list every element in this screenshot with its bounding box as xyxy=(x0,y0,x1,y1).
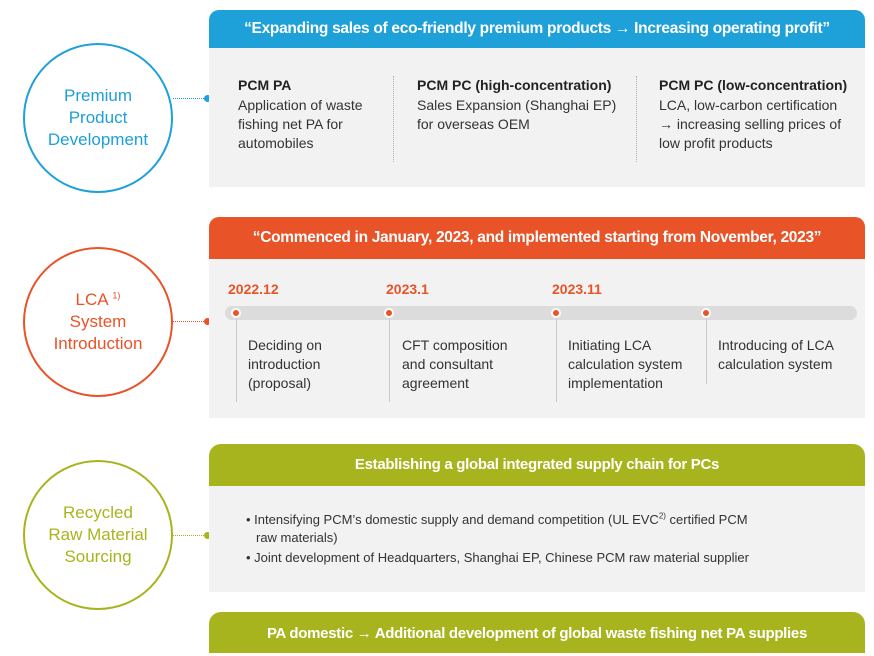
section3-header-text: Establishing a global integrated supply … xyxy=(354,456,720,473)
connector-dot xyxy=(204,318,211,325)
circle-label-line: Product xyxy=(68,108,128,127)
column-pcm-pc-low: PCM PC (low-concentration) LCA, low-carb… xyxy=(659,77,859,153)
circle-label-line: Sourcing xyxy=(64,547,132,566)
footnote-marker: 2) xyxy=(658,511,666,521)
section2-header-text: “Commenced in January, 2023, and impleme… xyxy=(252,229,822,246)
milestone-text: CFT composition and consultant agreement xyxy=(402,336,508,393)
milestone-line: (proposal) xyxy=(248,375,312,391)
milestone-line: implementation xyxy=(568,375,663,391)
circle-label-line: LCA 1) xyxy=(76,289,121,311)
column-line: Sales Expansion (Shanghai EP) xyxy=(417,97,617,113)
milestone-text: Initiating LCA calculation system implem… xyxy=(568,336,682,393)
column-pcm-pc-high: PCM PC (high-concentration) Sales Expans… xyxy=(417,77,627,134)
milestone-line: agreement xyxy=(402,375,469,391)
bullet-item: • Joint development of Headquarters, Sha… xyxy=(246,549,836,567)
circle-label-line: Recycled xyxy=(63,503,133,522)
section3-header: Establishing a global integrated supply … xyxy=(209,444,865,486)
column-line: automobiles xyxy=(238,135,314,151)
milestone-line: Introducing of LCA xyxy=(718,337,834,353)
connector-dot xyxy=(204,95,211,102)
milestone-line: calculation system xyxy=(718,356,833,372)
column-title: PCM PC (high-concentration) xyxy=(417,77,612,93)
connector-line xyxy=(173,98,206,99)
section2-header: “Commenced in January, 2023, and impleme… xyxy=(209,217,865,259)
milestone-text: Introducing of LCA calculation system xyxy=(718,336,834,374)
column-line: → increasing selling prices of xyxy=(659,116,842,132)
bullet-text: certified PCM xyxy=(665,512,748,527)
circle-label-text: LCA xyxy=(75,290,108,309)
bullet-text: raw materials) xyxy=(256,530,338,545)
column-title: PCM PC (low-concentration) xyxy=(659,77,848,93)
milestone-line: CFT composition xyxy=(402,337,508,353)
section1-header-text: “Expanding sales of eco-friendly premium… xyxy=(244,20,830,37)
column-divider xyxy=(636,76,637,162)
timeline-dot xyxy=(231,308,241,318)
timeline-stem xyxy=(556,318,557,402)
connector-line xyxy=(173,321,206,322)
timeline-bar xyxy=(225,306,857,320)
section4-header-text: PA domestic → Additional development of … xyxy=(266,625,808,642)
premium-product-development-circle: Premium Product Development xyxy=(23,43,173,193)
circle-label-line: Introduction xyxy=(53,334,143,353)
timeline-stem xyxy=(706,318,707,384)
bullet-text: • Joint development of Headquarters, Sha… xyxy=(246,550,749,565)
footnote-marker: 1) xyxy=(112,290,121,301)
bullet-item-continuation: raw materials) xyxy=(246,529,836,547)
column-body: Sales Expansion (Shanghai EP) for overse… xyxy=(417,96,627,134)
timeline-stem xyxy=(236,318,237,402)
timeline-date: 2023.11 xyxy=(552,281,602,297)
column-body: Application of waste fishing net PA for … xyxy=(238,96,388,153)
column-title: PCM PA xyxy=(238,77,292,93)
lca-system-introduction-circle: LCA 1) System Introduction xyxy=(23,247,173,397)
milestone-text: Deciding on introduction (proposal) xyxy=(248,336,322,393)
column-pcm-pa: PCM PA Application of waste fishing net … xyxy=(238,77,388,153)
column-line: fishing net PA for xyxy=(238,116,343,132)
milestone-line: Deciding on xyxy=(248,337,322,353)
column-body: LCA, low-carbon certification → increasi… xyxy=(659,96,859,153)
bullet-list: • Intensifying PCM’s domestic supply and… xyxy=(246,511,836,567)
milestone-line: Initiating LCA xyxy=(568,337,652,353)
section1-panel xyxy=(209,44,865,187)
milestone-line: calculation system xyxy=(568,356,683,372)
section4-header: PA domestic → Additional development of … xyxy=(209,612,865,653)
milestone-line: and consultant xyxy=(402,356,494,372)
column-line: Application of waste xyxy=(238,97,363,113)
column-divider xyxy=(393,76,394,162)
circle-label-line: Premium xyxy=(63,86,132,105)
milestone-line: introduction xyxy=(248,356,321,372)
timeline-date: 2022.12 xyxy=(228,281,279,297)
circle-label-line: Raw Material xyxy=(48,525,148,544)
column-line: LCA, low-carbon certification xyxy=(659,97,838,113)
circle-label-line: System xyxy=(69,312,127,331)
recycled-raw-material-sourcing-circle: Recycled Raw Material Sourcing xyxy=(23,460,173,610)
timeline-dot xyxy=(551,308,561,318)
connector-dot xyxy=(204,532,211,539)
bullet-text: • Intensifying PCM’s domestic supply and… xyxy=(246,512,659,527)
column-line: for overseas OEM xyxy=(417,116,530,132)
timeline-dot xyxy=(701,308,711,318)
section1-header: “Expanding sales of eco-friendly premium… xyxy=(209,10,865,48)
section2-panel xyxy=(209,255,865,418)
column-line: low profit products xyxy=(659,135,773,151)
section3-panel xyxy=(209,483,865,592)
bullet-item: • Intensifying PCM’s domestic supply and… xyxy=(246,511,836,529)
timeline-dot xyxy=(384,308,394,318)
connector-line xyxy=(173,535,206,536)
circle-label-line: Development xyxy=(47,130,149,149)
timeline-stem xyxy=(389,318,390,402)
timeline-date: 2023.1 xyxy=(386,281,429,297)
